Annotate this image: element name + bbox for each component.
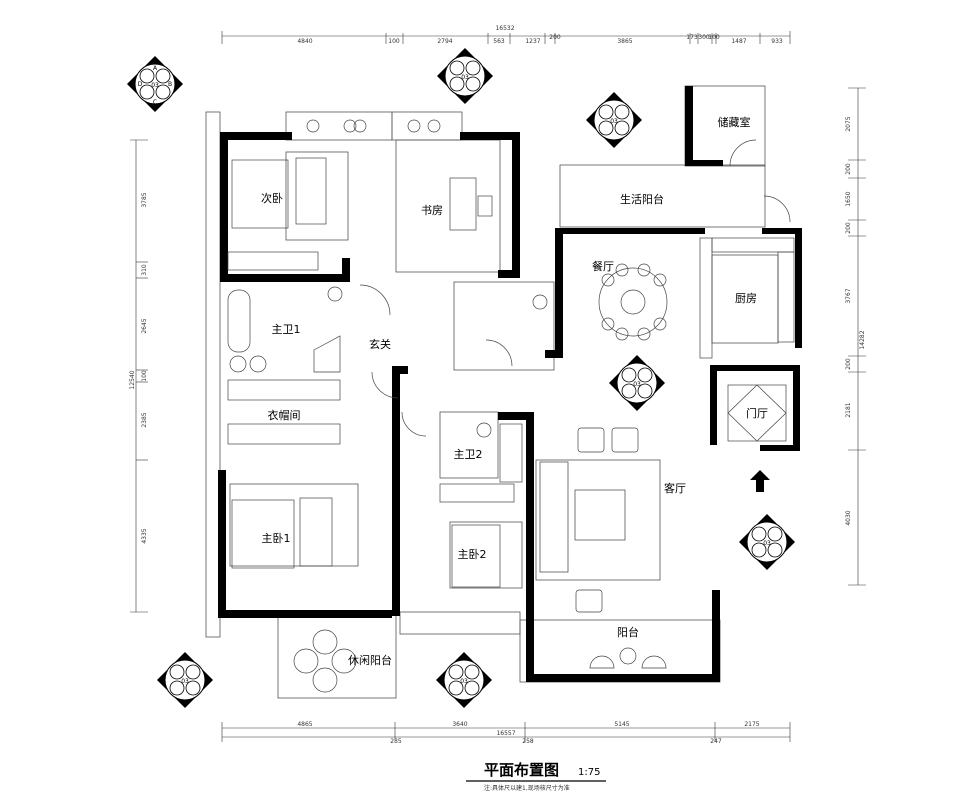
index-symbol: 03	[586, 92, 642, 148]
drawing-title: 平面布置图	[484, 761, 559, 779]
room-label-living: 客厅	[664, 481, 686, 495]
dim-left-seg: 2645	[141, 318, 148, 333]
dim-right-total: 14282	[859, 330, 866, 349]
outline	[205, 85, 779, 699]
index-letter-c: C	[153, 99, 157, 106]
dim-right-seg: 2181	[845, 402, 852, 417]
dim-bottom-seg: 2175	[744, 721, 759, 728]
dim-top-seg: 100	[708, 34, 720, 41]
room-label-master-bath-2: 主卫2	[454, 448, 483, 461]
dim-top-seg: 563	[493, 38, 505, 45]
index-symbol: 03	[436, 652, 492, 708]
index-symbols: A B C D 03 03 03	[127, 48, 795, 708]
title-block: 平面布置图 1:75 注:具体尺以建1,现场核尺寸为准	[466, 761, 606, 792]
dimension-lines	[130, 31, 866, 742]
dim-right-seg: 4030	[845, 510, 852, 525]
dim-right-seg: 200	[845, 358, 852, 370]
index-symbol: 03	[437, 48, 493, 104]
index-number: 03	[610, 118, 618, 125]
dim-right-seg: 2075	[845, 116, 852, 131]
index-symbol: 03	[609, 355, 665, 411]
room-label-study: 书房	[421, 204, 443, 217]
dim-right-seg: 1650	[845, 191, 852, 206]
dim-left-segments: 3785 310 2645 100 2385 4335 12540	[129, 192, 148, 543]
dim-bottom-total: 16557	[496, 730, 515, 737]
dim-top-seg: 3865	[617, 38, 632, 45]
dim-right-seg: 3767	[845, 288, 852, 303]
index-letter-d: D	[138, 81, 143, 88]
index-symbol: A B C D 03	[127, 56, 183, 112]
dim-top-seg: 1237	[525, 38, 540, 45]
room-labels: 次卧 书房 储藏室 生活阳台 餐厅 厨房 主卫1 玄关 衣帽间 门厅 主卫2 客…	[261, 115, 768, 667]
dim-left-total: 12540	[129, 370, 136, 389]
dim-bottom-sub: 258	[522, 738, 534, 745]
index-symbol: 03	[739, 514, 795, 570]
dim-right-seg: 200	[845, 222, 852, 234]
dim-top-seg: 933	[771, 38, 783, 45]
walls	[218, 86, 802, 682]
room-label-vestibule: 门厅	[746, 406, 768, 420]
dim-left-seg: 100	[141, 370, 148, 382]
dim-right-seg: 200	[845, 163, 852, 175]
room-label-master-bedroom-1: 主卧1	[262, 532, 291, 545]
index-number: 03	[151, 82, 159, 89]
index-number: 03	[460, 678, 468, 685]
index-letter-a: A	[153, 65, 158, 72]
dim-left-seg: 310	[141, 264, 148, 276]
room-label-storage: 储藏室	[718, 115, 751, 129]
dim-top-total: 16532	[495, 25, 514, 32]
entrance-arrow	[750, 470, 770, 492]
dim-left-seg: 3785	[141, 192, 148, 207]
dim-top-seg: 200	[549, 34, 561, 41]
room-label-master-bath-1: 主卫1	[272, 323, 301, 336]
dim-bottom-seg: 3640	[452, 721, 467, 728]
room-label-balcony: 阳台	[617, 625, 639, 639]
room-label-foyer: 玄关	[369, 337, 391, 351]
dim-top-seg: 100	[388, 38, 400, 45]
dim-left-seg: 2385	[141, 412, 148, 427]
dim-bottom-sub: 235	[390, 738, 402, 745]
drawing-scale: 1:75	[578, 767, 600, 778]
dim-top-seg: 4840	[297, 38, 312, 45]
dim-bottom-sub: 247	[710, 738, 722, 745]
dim-top-seg: 1487	[731, 38, 746, 45]
dim-bottom-seg: 5145	[614, 721, 629, 728]
index-number: 03	[763, 540, 771, 547]
index-number: 03	[633, 381, 641, 388]
dim-bottom-segments: 4865 3640 5145 2175 235 258 247 16557	[297, 721, 759, 745]
room-label-kitchen: 厨房	[735, 292, 757, 305]
room-label-cloakroom: 衣帽间	[268, 408, 301, 422]
furniture	[227, 119, 795, 693]
room-label-utility-balcony: 生活阳台	[620, 192, 664, 206]
dim-top-segments: 4840 100 2794 563 1237 200 3865 173 300 …	[297, 34, 783, 45]
room-label-leisure-balcony: 休闲阳台	[348, 653, 392, 667]
room-label-secondary-bedroom: 次卧	[261, 191, 283, 205]
index-number: 03	[181, 678, 189, 685]
dim-top-seg: 173	[686, 34, 698, 41]
room-label-dining: 餐厅	[592, 259, 614, 273]
drawing-note: 注:具体尺以建1,现场核尺寸为准	[484, 784, 570, 792]
dim-top-seg: 2794	[437, 38, 452, 45]
index-number: 03	[461, 74, 469, 81]
dim-bottom-seg: 4865	[297, 721, 312, 728]
index-symbol: 03	[157, 652, 213, 708]
dim-left-seg: 4335	[141, 528, 148, 543]
room-label-master-bedroom-2: 主卧2	[458, 548, 487, 561]
dim-top-seg: 300	[698, 34, 710, 41]
dim-right-segments: 2075 200 1650 200 3767 200 2181 4030 142…	[845, 116, 866, 525]
index-letter-b: B	[168, 81, 172, 88]
